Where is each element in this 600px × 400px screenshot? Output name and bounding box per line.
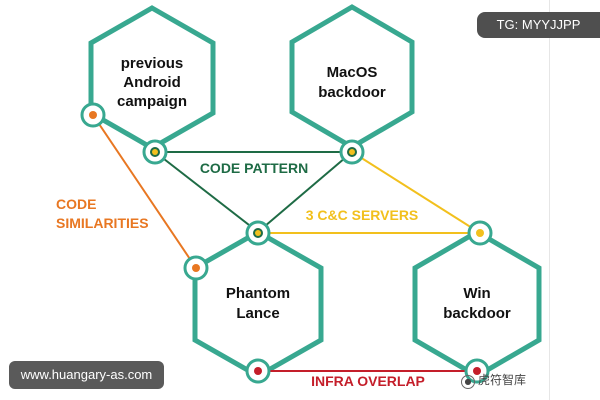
dot-macos-green (339, 139, 365, 165)
edge-code-similarities (92, 114, 197, 269)
tg-tag: TG: MYYJJPP (477, 12, 600, 38)
phantom-lance-label-line2: Lance (236, 305, 279, 322)
edge-cnc-top (351, 151, 481, 234)
edge-code-pattern-left (154, 151, 259, 233)
hex-win-backdoor (412, 229, 542, 379)
code-pattern-label: CODE PATTERN (200, 160, 308, 176)
win-backdoor-label-line2: backdoor (443, 305, 511, 322)
watermark-text: 虎符智库 (478, 373, 527, 387)
code-similarities-label-line1: CODE (56, 196, 96, 212)
cnc-servers-label: 3 C&C SERVERS (306, 207, 419, 223)
watermark: ●虎符智库 (461, 371, 526, 389)
divider (549, 0, 550, 400)
dot-phantom-orange (183, 255, 209, 281)
previous-android-label-line1: previous (121, 55, 184, 72)
dot-android-green (142, 139, 168, 165)
hex-phantom-lance (192, 229, 324, 379)
dot-phantom-red (245, 358, 271, 384)
phantom-lance-label-line1: Phantom (226, 285, 290, 302)
infra-overlap-label: INFRA OVERLAP (311, 373, 425, 389)
code-similarities-label-line2: SIMILARITIES (56, 215, 149, 231)
previous-android-label-line2: Android (123, 74, 181, 91)
win-backdoor-label-line1: Win (463, 285, 490, 302)
macos-label-line1: MacOS (327, 64, 378, 81)
dot-android-orange (80, 102, 106, 128)
macos-label-line2: backdoor (318, 84, 386, 101)
site-tag: www.huangary-as.com (9, 361, 164, 389)
edge-code-pattern-right (257, 151, 353, 233)
dot-win-yellow (467, 220, 493, 246)
wechat-icon: ● (461, 375, 475, 389)
dot-phantom-top (245, 220, 271, 246)
previous-android-label-line3: campaign (117, 93, 187, 110)
